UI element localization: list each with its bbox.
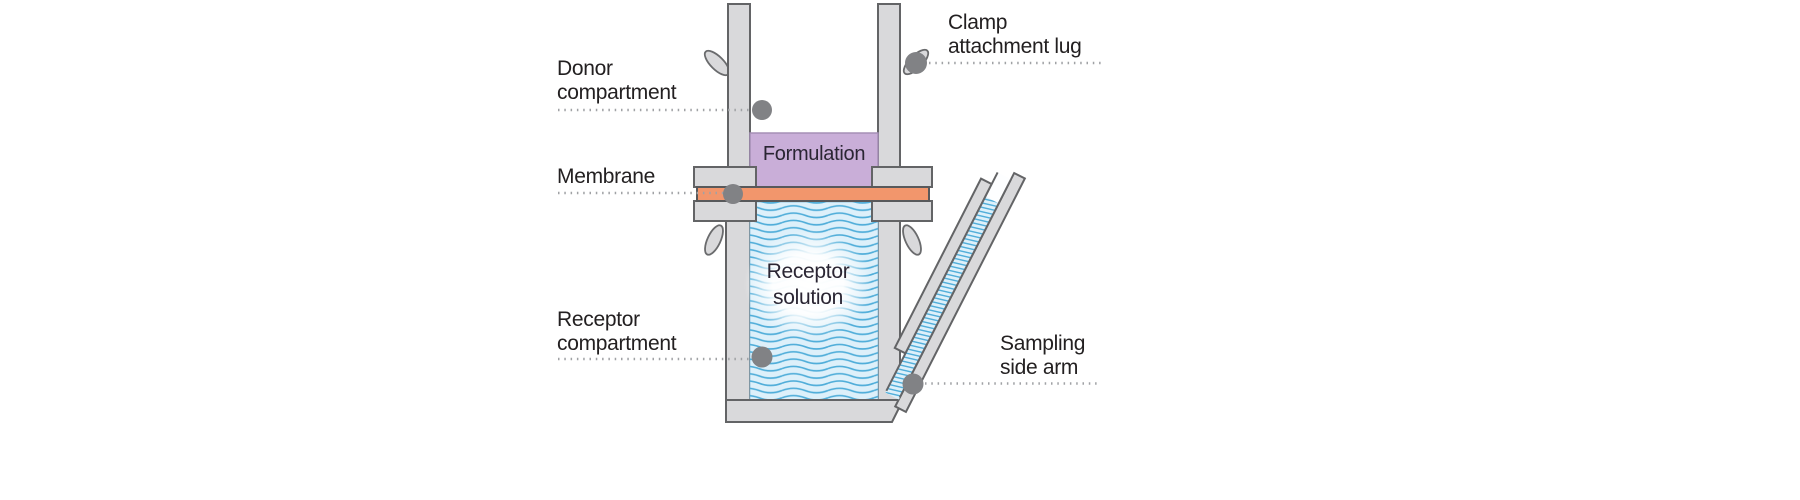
clamp-label-line2: attachment lug [948, 35, 1082, 58]
donor-marker-dot [752, 100, 772, 120]
formulation-label: Formulation [762, 141, 866, 167]
receptor-solution-line1: Receptor [766, 260, 850, 283]
donor-wall-left [727, 3, 751, 189]
marker-dots [723, 52, 927, 395]
liquid-text-glow [744, 230, 872, 338]
receptor-label-line2: compartment [557, 332, 677, 355]
receptor-solution-label: Receptor solution [767, 259, 850, 311]
donor-wall-right [877, 3, 901, 189]
formulation-fill [749, 132, 879, 189]
sampling-marker-dot [902, 373, 924, 395]
side-arm-liquid-hatch [885, 196, 999, 400]
membrane-marker-dot [723, 184, 743, 204]
receptor-marker-dot [751, 346, 773, 368]
flange-lower-left [693, 200, 757, 222]
flange-lower-right [871, 200, 933, 222]
receptor-liquid [744, 201, 879, 403]
flange-upper-right [871, 166, 933, 188]
side-arm-channel-edge-left [885, 172, 999, 392]
membrane-label: Membrane [557, 165, 655, 189]
lug-lower-left-icon [704, 224, 724, 256]
donor-label-line2: compartment [557, 81, 677, 104]
formulation-label-line1: Formulation [762, 143, 866, 165]
clamp-attachment-lug-label: Clamp attachment lug [948, 11, 1082, 59]
sampling-label-line2: side arm [1000, 356, 1079, 379]
membrane-label-line1: Membrane [557, 165, 655, 188]
receptor-label-line1: Receptor [557, 308, 640, 331]
sampling-side-arm [885, 171, 1027, 414]
donor-label-line1: Donor [557, 57, 613, 80]
donor-compartment-label: Donor compartment [557, 57, 677, 105]
sampling-side-arm-label: Sampling side arm [1000, 332, 1085, 380]
side-arm-channel-edge-right [898, 178, 1012, 399]
receptor-solution-line2: solution [773, 286, 843, 309]
sampling-label-line1: Sampling [1000, 332, 1086, 355]
receptor-wall-left [725, 200, 751, 403]
clamp-label-line1: Clamp [948, 11, 1008, 34]
leader-lines [558, 61, 1101, 385]
receptor-compartment-label: Receptor compartment [557, 308, 677, 356]
lug-lower-right-icon [902, 224, 922, 256]
clamp-marker-dot [905, 52, 927, 74]
receptor-bottom [725, 399, 905, 423]
flange-upper-left [693, 166, 757, 188]
